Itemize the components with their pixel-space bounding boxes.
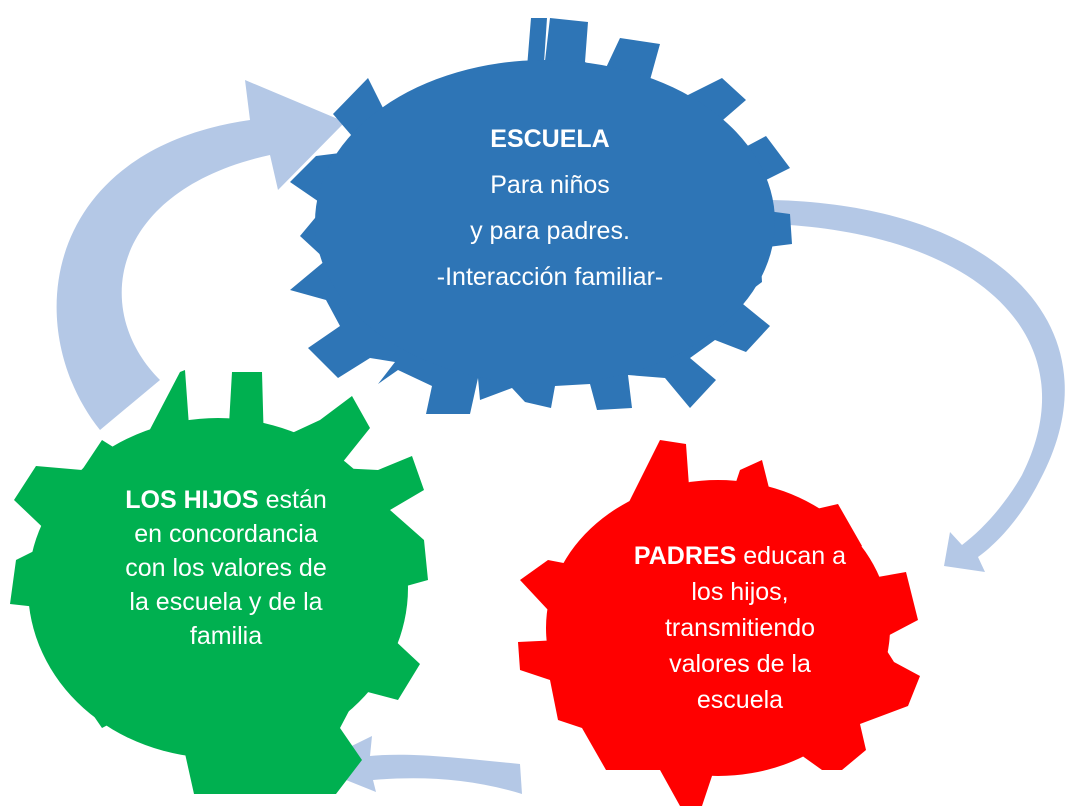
hijos-line-0: LOS HIJOS están — [76, 483, 376, 517]
escuela-gear — [290, 18, 792, 414]
padres-title: PADRES — [633, 542, 737, 570]
arrow-escuela-to-padres — [770, 200, 1065, 572]
hijos-title-rest: están — [258, 486, 327, 514]
hijos-text: LOS HIJOS están en concordancia con los … — [76, 483, 376, 653]
escuela-title: ESCUELA — [490, 125, 610, 153]
padres-line-4: escuela — [696, 686, 784, 714]
hijos-gear — [10, 370, 428, 794]
hijos-line-2: con los valores de — [125, 554, 327, 582]
arrow-hijos-to-escuela — [56, 80, 345, 430]
escuela-line-1: Para niños — [490, 171, 610, 199]
hijos-line-1: en concordancia — [134, 520, 318, 548]
escuela-line-3: -Interacción familiar- — [436, 263, 664, 291]
padres-line-2: transmitiendo — [664, 614, 816, 642]
padres-line-0: PADRES educan a — [590, 538, 890, 574]
hijos-line-4: familia — [189, 622, 263, 650]
hijos-line-3: la escuela y de la — [129, 588, 323, 616]
padres-title-rest: educan a — [736, 542, 847, 570]
padres-line-3: valores de la — [669, 650, 811, 678]
padres-gear — [518, 440, 920, 806]
arrow-padres-to-hijos — [311, 736, 522, 794]
escuela-text: ESCUELA Para niños y para padres. -Inter… — [380, 116, 720, 300]
escuela-line-2: y para padres. — [470, 217, 630, 245]
hijos-title: LOS HIJOS — [125, 486, 259, 514]
padres-line-1: los hijos, — [691, 578, 789, 606]
padres-text: PADRES educan a los hijos, transmitiendo… — [590, 538, 890, 718]
